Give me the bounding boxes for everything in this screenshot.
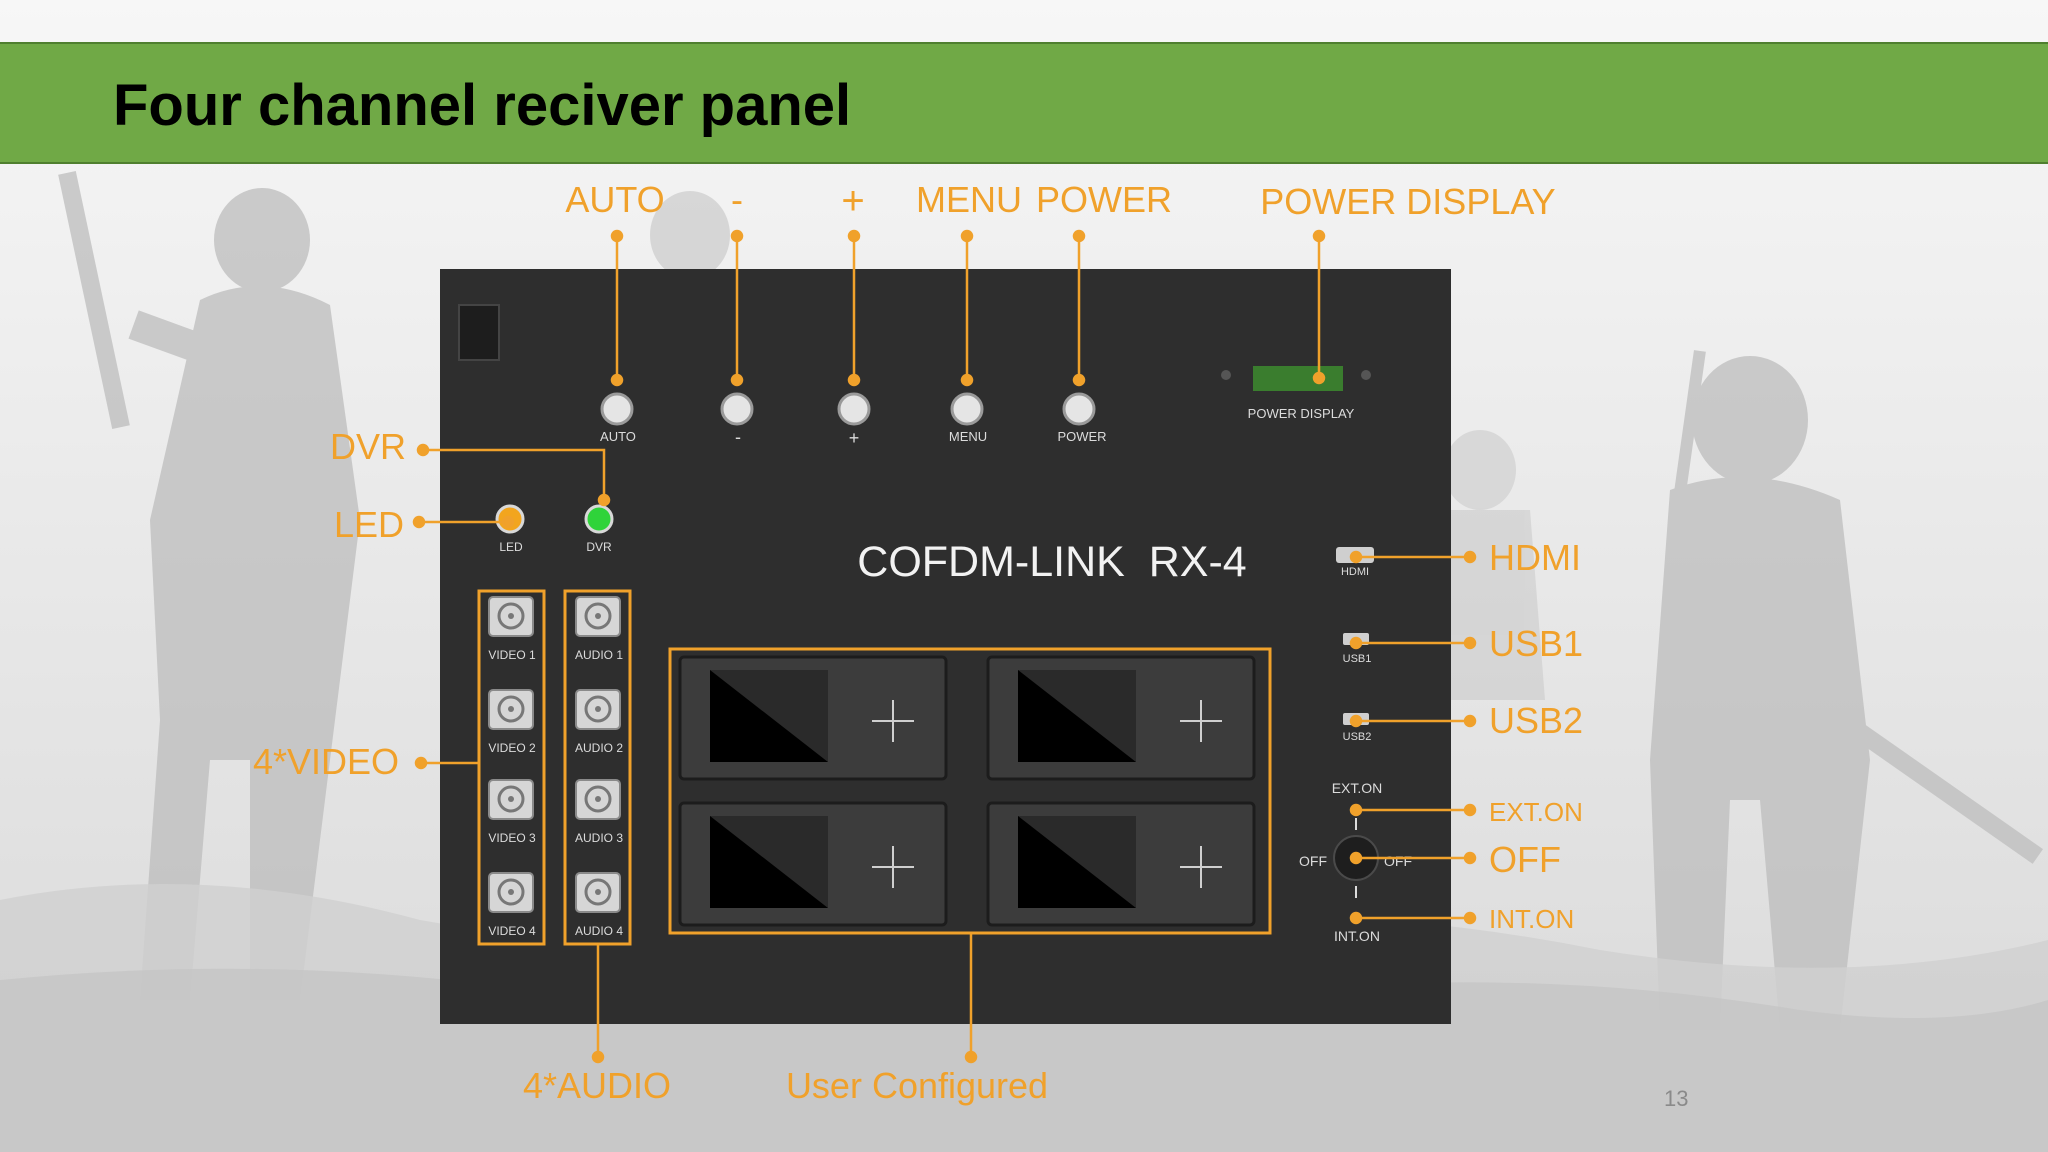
callout-plus: +	[841, 179, 864, 223]
callout-usb1: USB1	[1489, 623, 1583, 664]
video-port-2[interactable]: VIDEO 2	[488, 689, 536, 755]
callout-power-display: POWER DISPLAY	[1260, 181, 1555, 222]
audio-port-1-label: AUDIO 1	[575, 648, 623, 662]
callout-user-configured: User Configured	[786, 1065, 1048, 1106]
page-number: 13	[1664, 1086, 1689, 1111]
video-port-3-label: VIDEO 3	[488, 831, 536, 845]
plus-button-label: +	[849, 428, 860, 448]
video-port-1-label: VIDEO 1	[488, 648, 536, 662]
led-indicator: LED	[495, 504, 525, 554]
power-display-label: POWER DISPLAY	[1248, 406, 1355, 421]
switch-int-on-label: INT.ON	[1334, 928, 1380, 944]
plus-button[interactable]: +	[837, 392, 871, 448]
minus-button-label: -	[735, 427, 741, 447]
audio-port-1[interactable]: AUDIO 1	[575, 596, 623, 662]
monitor-2-dpad-icon	[1180, 700, 1222, 742]
callout-auto: AUTO	[565, 179, 664, 220]
video-port-1[interactable]: VIDEO 1	[488, 596, 536, 662]
dvr-indicator: DVR	[584, 504, 614, 554]
slide-title: Four channel reciver panel	[113, 73, 852, 138]
monitor-1	[678, 655, 948, 781]
video-port-3[interactable]: VIDEO 3	[488, 779, 536, 845]
monitor-3-dpad-icon	[872, 846, 914, 888]
video-ports-group	[477, 589, 546, 946]
callout-menu: MENU	[916, 179, 1022, 220]
callout-dvr: DVR	[330, 426, 406, 467]
callout-audio: 4*AUDIO	[523, 1065, 671, 1106]
callout-lines	[412, 229, 1477, 1064]
audio-port-3-label: AUDIO 3	[575, 831, 623, 845]
minus-button[interactable]: -	[720, 392, 754, 447]
usb2-port-label: USB2	[1343, 731, 1372, 743]
callout-minus: -	[731, 179, 743, 220]
monitor-4-dpad-icon	[1180, 846, 1222, 888]
auto-button[interactable]: AUTO	[600, 392, 636, 444]
panel-switch-slot	[458, 304, 500, 361]
power-button-label: POWER	[1057, 429, 1106, 444]
callout-usb2: USB2	[1489, 700, 1583, 741]
audio-port-4-label: AUDIO 4	[575, 924, 623, 938]
title-bar: Four channel reciver panel	[0, 42, 2048, 164]
audio-port-2-label: AUDIO 2	[575, 741, 623, 755]
panel-model-name: COFDM-LINK RX-4	[857, 538, 1246, 586]
led-indicator-label: LED	[499, 540, 523, 554]
callout-hdmi: HDMI	[1489, 537, 1581, 578]
menu-button-label: MENU	[949, 429, 987, 444]
monitor-3	[678, 801, 948, 927]
callout-ext-on: EXT.ON	[1489, 797, 1583, 827]
callout-off: OFF	[1489, 839, 1561, 880]
audio-port-4[interactable]: AUDIO 4	[575, 872, 623, 938]
switch-off-right-label: OFF	[1384, 853, 1412, 869]
hdmi-port-label: HDMI	[1341, 566, 1369, 578]
video-port-2-label: VIDEO 2	[488, 741, 536, 755]
dvr-indicator-label: DVR	[586, 540, 612, 554]
monitor-1-dpad-icon	[872, 700, 914, 742]
switch-off-left-label: OFF	[1299, 853, 1327, 869]
power-button[interactable]: POWER	[1057, 392, 1107, 444]
callout-video: 4*VIDEO	[253, 741, 399, 782]
callout-int-on: INT.ON	[1489, 904, 1574, 934]
monitor-4	[986, 801, 1256, 927]
usb1-port-label: USB1	[1343, 653, 1372, 665]
video-port-4[interactable]: VIDEO 4	[488, 872, 536, 938]
monitor-2	[986, 655, 1256, 781]
callout-power: POWER	[1036, 179, 1172, 220]
mode-switch[interactable]: EXT.ON OFF OFF INT.ON	[1299, 780, 1412, 944]
audio-port-2[interactable]: AUDIO 2	[575, 689, 623, 755]
audio-port-3[interactable]: AUDIO 3	[575, 779, 623, 845]
switch-ext-on-label: EXT.ON	[1332, 780, 1383, 796]
video-port-4-label: VIDEO 4	[488, 924, 536, 938]
menu-button[interactable]: MENU	[949, 392, 987, 444]
power-display: POWER DISPLAY	[1221, 366, 1371, 421]
auto-button-label: AUTO	[600, 429, 636, 444]
callout-led: LED	[334, 504, 404, 545]
